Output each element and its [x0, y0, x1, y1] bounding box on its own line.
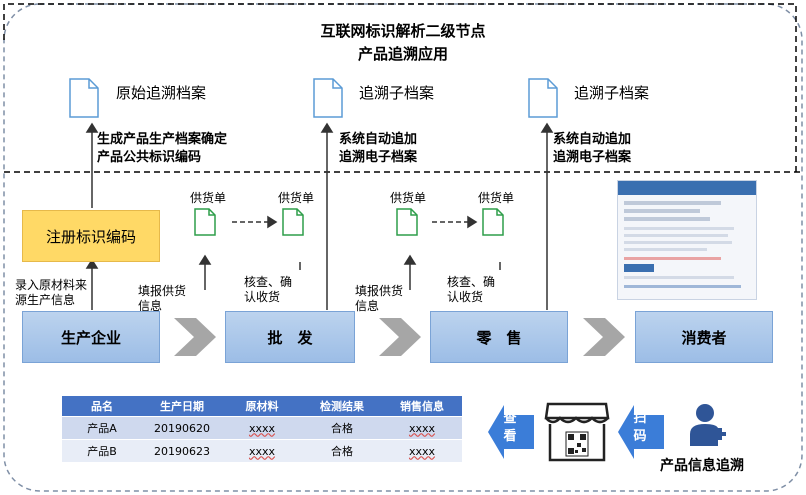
product-table: 品名 生产日期 原材料 检测结果 销售信息 产品A 20190620 xxxx …	[62, 396, 462, 462]
table-cell: 产品A	[62, 416, 142, 440]
table-cell: 20190623	[142, 439, 222, 462]
table-header: 检测结果	[302, 396, 382, 417]
supply-doc-label: 供货单	[390, 191, 427, 205]
note-auto-append-1: 系统自动追加 追溯电子档案	[339, 132, 418, 165]
note-check-1: 核查、确 认收货	[244, 275, 293, 304]
user-add-icon	[690, 404, 726, 446]
register-code-box: 注册标识编码	[22, 210, 160, 262]
table-cell: 产品B	[62, 439, 142, 462]
chevron-right-icon	[379, 318, 421, 356]
note-generate: 生成产品生产档案确定 产品公共标识编码	[97, 132, 228, 165]
chevron-right-icon	[174, 318, 216, 356]
supply-document-icon	[282, 208, 304, 236]
stage-wholesale: 批 发	[225, 311, 355, 363]
note-fill-1: 填报供货 信息	[138, 284, 187, 313]
view-label: 查看	[503, 411, 517, 444]
supply-document-icon	[396, 208, 418, 236]
note-entry: 录入原材料来 源生产信息	[15, 278, 88, 307]
supply-doc-label: 供货单	[278, 191, 315, 205]
supply-document-icon	[194, 208, 216, 236]
tracing-label: 产品信息追溯	[660, 458, 744, 474]
view-arrow	[488, 405, 534, 459]
store-qr-icon	[544, 402, 610, 462]
stage-producer: 生产企业	[22, 311, 160, 363]
table-row: 产品A 20190620 xxxx 合格 xxxx	[62, 416, 462, 440]
chevron-right-icon	[583, 318, 625, 356]
phone-screenshot	[617, 180, 757, 300]
supply-doc-label: 供货单	[190, 191, 227, 205]
note-check-2: 核查、确 认收货	[447, 275, 496, 304]
table-header: 销售信息	[382, 396, 462, 417]
scan-label: 扫码	[633, 411, 647, 444]
table-cell: xxxx	[382, 416, 462, 440]
table-header-row: 品名 生产日期 原材料 检测结果 销售信息	[62, 396, 462, 417]
table-header: 品名	[62, 396, 142, 417]
archive-label-original: 原始追溯档案	[116, 84, 207, 102]
table-cell: xxxx	[222, 416, 302, 440]
diagram-subtitle: 产品追溯应用	[357, 45, 448, 63]
table-header: 生产日期	[142, 396, 222, 417]
note-fill-2: 填报供货 信息	[355, 284, 404, 313]
table-cell: xxxx	[382, 439, 462, 462]
archive-label-sub-1: 追溯子档案	[359, 84, 435, 102]
supply-doc-label: 供货单	[478, 191, 515, 205]
stage-retail: 零 售	[430, 311, 568, 363]
diagram-title: 互联网标识解析二级节点	[320, 22, 486, 40]
table-cell: 合格	[302, 439, 382, 462]
archive-label-sub-2: 追溯子档案	[574, 84, 650, 102]
document-icon	[313, 78, 343, 118]
scan-arrow	[618, 405, 664, 459]
table-header: 原材料	[222, 396, 302, 417]
note-auto-append-2: 系统自动追加 追溯电子档案	[553, 132, 632, 165]
table-cell: 20190620	[142, 416, 222, 440]
table-cell: 合格	[302, 416, 382, 440]
table-cell: xxxx	[222, 439, 302, 462]
supply-document-icon	[482, 208, 504, 236]
document-icon	[528, 78, 558, 118]
table-row: 产品B 20190623 xxxx 合格 xxxx	[62, 439, 462, 462]
document-icon	[69, 78, 99, 118]
stage-consumer: 消费者	[635, 311, 773, 363]
